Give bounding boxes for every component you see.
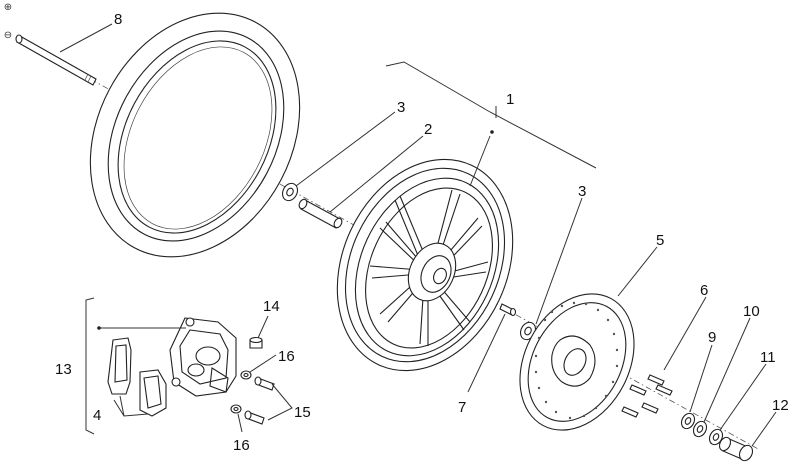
callout-5[interactable]: 5 xyxy=(656,232,664,249)
callout-15[interactable]: 15 xyxy=(294,404,311,421)
callout-7[interactable]: 7 xyxy=(458,399,466,416)
part-tyre[interactable] xyxy=(49,0,340,294)
part-spacer-11[interactable] xyxy=(707,427,725,447)
callout-16-bottom[interactable]: 16 xyxy=(233,437,250,454)
part-spacer-9[interactable] xyxy=(679,411,697,431)
callout-13[interactable]: 13 xyxy=(55,361,72,378)
part-rim[interactable] xyxy=(304,131,546,400)
part-caliper-bolts[interactable] xyxy=(244,376,275,425)
part-disc-bolts[interactable] xyxy=(621,374,673,418)
part-brake-disc[interactable] xyxy=(497,274,656,450)
part-valve[interactable] xyxy=(499,303,517,317)
callout-16-top[interactable]: 16 xyxy=(278,348,295,365)
part-bleed-screw[interactable] xyxy=(249,336,263,349)
part-cap[interactable] xyxy=(717,435,755,462)
part-axle[interactable] xyxy=(15,34,97,86)
callout-4[interactable]: 4 xyxy=(93,407,101,424)
part-brake-pads[interactable] xyxy=(107,337,167,417)
callout-6[interactable]: 6 xyxy=(700,282,708,299)
callout-10[interactable]: 10 xyxy=(743,303,760,320)
zoom-out-icon[interactable]: ⊖ xyxy=(3,30,13,41)
leader-lines xyxy=(59,23,777,447)
callout-3-right[interactable]: 3 xyxy=(578,183,586,200)
leader-dot-1 xyxy=(490,130,494,134)
part-bearing-left[interactable] xyxy=(280,181,301,203)
callout-1[interactable]: 1 xyxy=(506,91,514,108)
callout-3-left[interactable]: 3 xyxy=(397,99,405,116)
callout-9[interactable]: 9 xyxy=(708,329,716,346)
callout-2[interactable]: 2 xyxy=(424,121,432,138)
part-spacer-tube[interactable] xyxy=(298,198,344,229)
callout-11[interactable]: 11 xyxy=(760,349,776,366)
part-spacer-10[interactable] xyxy=(691,419,709,439)
callout-14[interactable]: 14 xyxy=(263,298,280,315)
part-caliper-washers[interactable] xyxy=(230,370,252,414)
callout-8[interactable]: 8 xyxy=(114,11,122,28)
callout-12[interactable]: 12 xyxy=(772,397,789,414)
zoom-in-icon[interactable]: ⊕ xyxy=(3,2,13,13)
leader-dot-13 xyxy=(97,326,101,330)
part-brake-caliper[interactable] xyxy=(169,317,237,397)
